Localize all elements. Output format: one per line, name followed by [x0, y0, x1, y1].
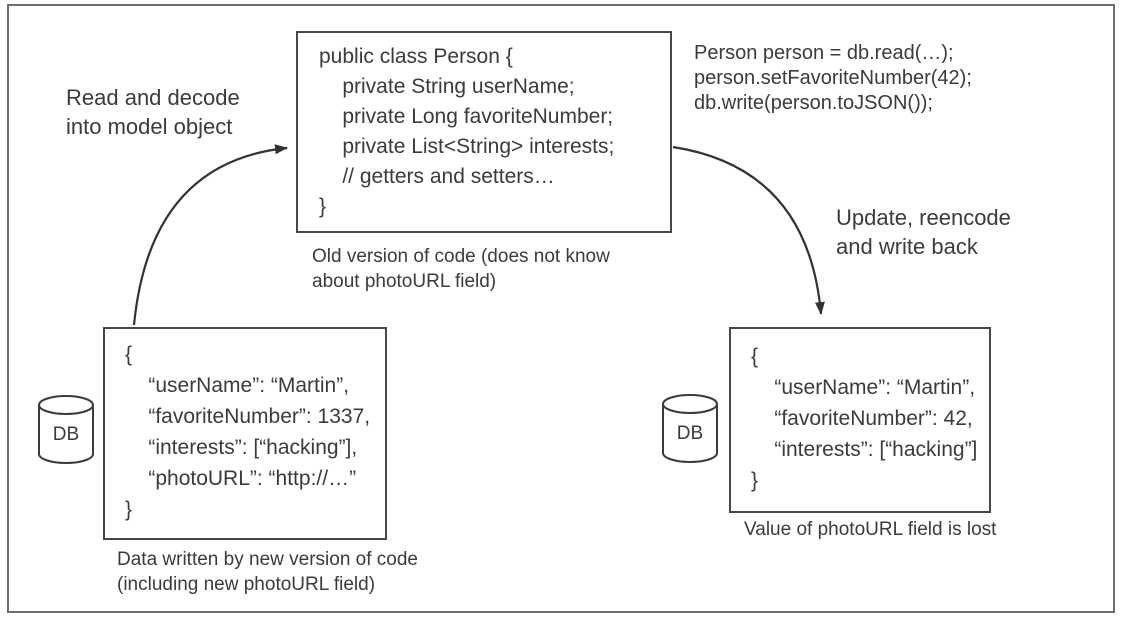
json-without-photourl-box: { “userName”: “Martin”, “favoriteNumber”… [729, 327, 991, 513]
update-code-snippet: Person person = db.read(…); person.setFa… [694, 42, 972, 114]
db-label: DB [677, 423, 703, 444]
json-with-photourl-box: { “userName”: “Martin”, “favoriteNumber”… [103, 327, 387, 540]
db-label: DB [53, 424, 79, 445]
read-decode-label: Read and decode into model object [66, 85, 240, 139]
update-writeback-label: Update, reencode and write back [836, 205, 1011, 259]
old-code-caption: Old version of code (does not know about… [312, 246, 610, 292]
json-with-photourl-text: { “userName”: “Martin”, “favoriteNumber”… [125, 343, 371, 521]
person-class-code: public class Person { private String use… [319, 45, 615, 218]
database-icon: DB [662, 394, 718, 463]
left-json-caption: Data written by new version of code (inc… [117, 549, 418, 595]
database-icon: DB [38, 395, 94, 464]
person-class-box: public class Person { private String use… [296, 31, 672, 233]
right-json-caption: Value of photoURL field is lost [744, 519, 997, 540]
json-without-photourl-text: { “userName”: “Martin”, “favoriteNumber”… [751, 345, 978, 492]
